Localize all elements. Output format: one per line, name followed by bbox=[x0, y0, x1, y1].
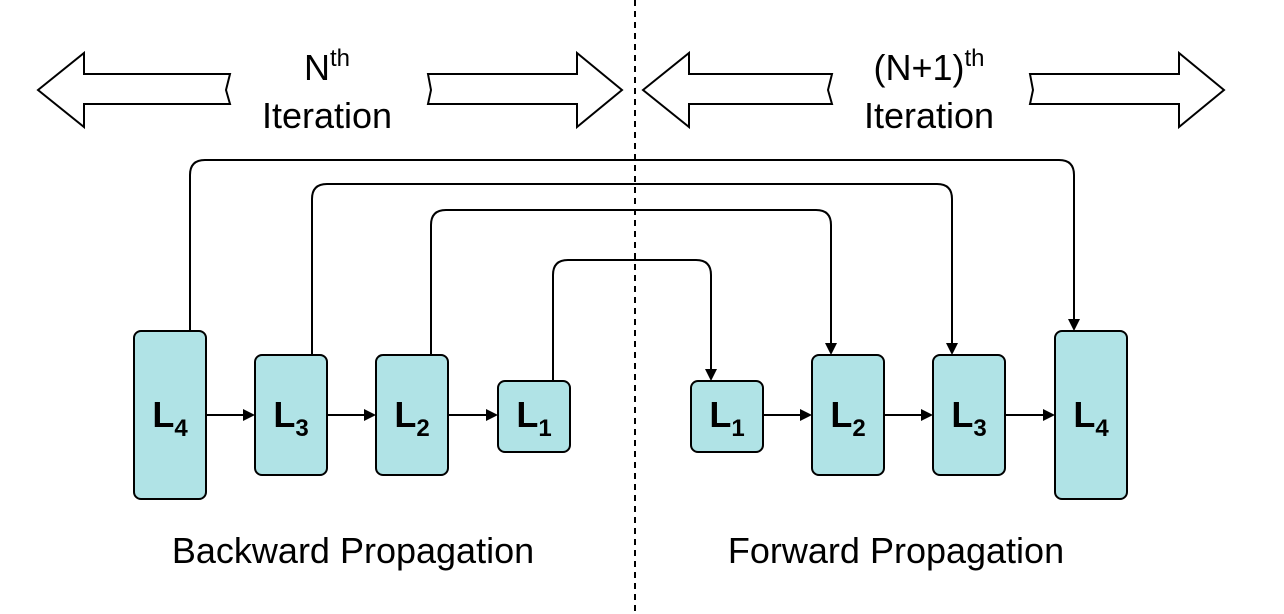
layer-letter: L bbox=[951, 394, 973, 435]
layer-subscript: 3 bbox=[295, 415, 308, 442]
forward-layer-l1: L1 bbox=[690, 380, 764, 453]
backward-layer-l3-box bbox=[254, 354, 328, 476]
layer-subscript: 4 bbox=[1095, 415, 1109, 442]
layer-letter: L bbox=[830, 394, 852, 435]
next-iteration-word: Iteration bbox=[864, 95, 994, 136]
forward-layer-l4: L4 bbox=[1054, 330, 1128, 500]
nth-iteration-label: Nth bbox=[304, 45, 350, 88]
connector-l3 bbox=[311, 183, 958, 355]
layer-letter: L bbox=[394, 394, 416, 435]
backward-layer-l4: L4 bbox=[133, 330, 207, 500]
forward-layer-l1-label: L1 bbox=[709, 394, 744, 442]
layer-letter: L bbox=[273, 394, 295, 435]
layer-subscript: 2 bbox=[852, 415, 865, 442]
connector-l2 bbox=[430, 209, 837, 355]
backward-layer-l2: L2 bbox=[375, 354, 449, 476]
layer-letter: L bbox=[1073, 394, 1095, 435]
layer-subscript: 1 bbox=[538, 415, 551, 442]
next-iteration-main: (N+1) bbox=[873, 47, 964, 88]
backward-caption: Backward Propagation bbox=[172, 530, 534, 571]
layer-subscript: 2 bbox=[416, 415, 429, 442]
next-iteration-label: (N+1)th bbox=[873, 45, 984, 88]
connector-l4 bbox=[189, 159, 1080, 331]
backward-layer-l3-label: L3 bbox=[273, 394, 308, 442]
backward-layer-l1-label: L1 bbox=[516, 394, 551, 442]
layer-subscript: 1 bbox=[731, 415, 744, 442]
layer-letter: L bbox=[516, 394, 538, 435]
right-block-arrow-nth bbox=[426, 50, 624, 130]
nth-iteration-word: Iteration bbox=[262, 95, 392, 136]
backward-layer-l1-box bbox=[497, 380, 571, 453]
layer-subscript: 4 bbox=[174, 415, 188, 442]
layer-letter: L bbox=[709, 394, 731, 435]
forward-layer-l3-label: L3 bbox=[951, 394, 986, 442]
nth-iteration-sup: th bbox=[330, 45, 350, 72]
layer-letter: L bbox=[152, 394, 174, 435]
backward-layer-l2-label: L2 bbox=[394, 394, 429, 442]
left-block-arrow-nth bbox=[36, 50, 232, 130]
forward-layer-l4-label: L4 bbox=[1073, 394, 1109, 442]
backward-layer-l1: L1 bbox=[497, 380, 571, 453]
forward-layer-l3: L3 bbox=[932, 354, 1006, 476]
layer-subscript: 3 bbox=[973, 415, 986, 442]
right-block-arrow-next bbox=[1028, 50, 1226, 130]
forward-layer-l3-box bbox=[932, 354, 1006, 476]
forward-layer-l2-box bbox=[811, 354, 885, 476]
forward-layer-l4-box bbox=[1054, 330, 1128, 500]
forward-layer-l2-label: L2 bbox=[830, 394, 865, 442]
backward-layer-l3: L3 bbox=[254, 354, 328, 476]
backward-layer-l2-box bbox=[375, 354, 449, 476]
connector-l1 bbox=[552, 259, 717, 381]
forward-caption: Forward Propagation bbox=[728, 530, 1064, 571]
forward-layer-l2: L2 bbox=[811, 354, 885, 476]
backward-layer-l4-box bbox=[133, 330, 207, 500]
left-block-arrow-next bbox=[641, 50, 834, 130]
forward-layer-l1-box bbox=[690, 380, 764, 453]
backward-layer-l4-label: L4 bbox=[152, 394, 188, 442]
nth-iteration-main: N bbox=[304, 47, 330, 88]
next-iteration-sup: th bbox=[965, 45, 985, 72]
